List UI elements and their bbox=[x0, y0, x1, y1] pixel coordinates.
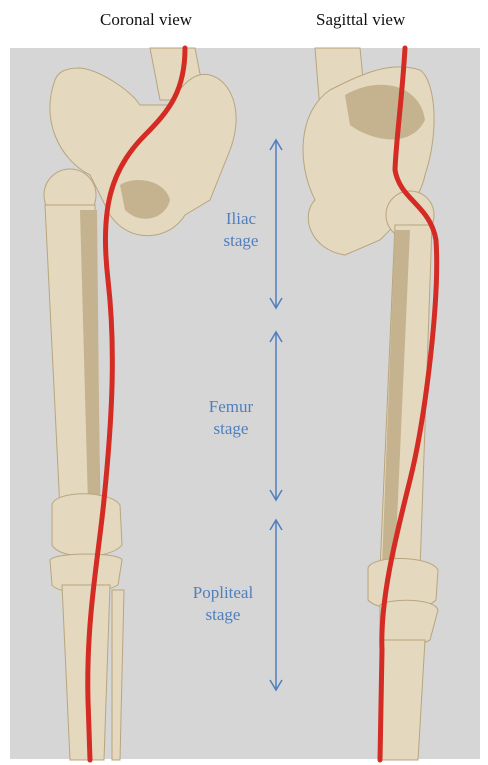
popliteal-stage-line1: Popliteal bbox=[178, 582, 268, 604]
iliac-stage-line2: stage bbox=[196, 230, 286, 252]
iliac-stage-line1: Iliac bbox=[196, 208, 286, 230]
femur-stage-label: Femur stage bbox=[186, 396, 276, 440]
femur-stage-line1: Femur bbox=[186, 396, 276, 418]
sagittal-skeleton bbox=[303, 48, 438, 760]
iliac-stage-label: Iliac stage bbox=[196, 208, 286, 252]
femur-stage-line2: stage bbox=[186, 418, 276, 440]
popliteal-stage-label: Popliteal stage bbox=[178, 582, 268, 626]
popliteal-stage-line2: stage bbox=[178, 604, 268, 626]
popliteal-stage-arrow bbox=[270, 520, 282, 690]
